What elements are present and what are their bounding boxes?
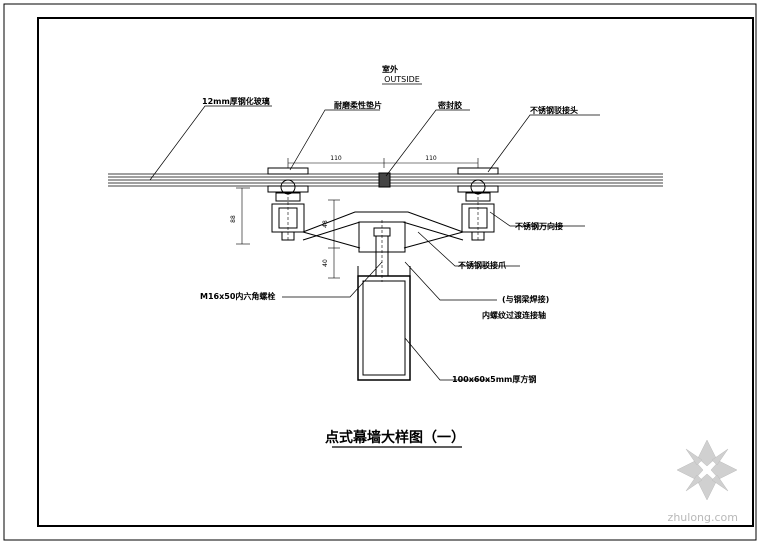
watermark-text: zhulong.com — [668, 511, 738, 524]
label-thread-note: 内螺纹过渡连接轴 — [482, 310, 546, 320]
label-bolt: M16x50内六角螺栓 — [200, 291, 275, 301]
vertical-dimensions — [236, 187, 340, 279]
horizontal-dimensions — [287, 158, 479, 168]
label-gasket: 耐磨柔性垫片 — [334, 100, 382, 110]
outer-frame — [3, 3, 757, 541]
dim-right-span: 110 — [425, 155, 437, 162]
leader-lines — [149, 105, 600, 381]
inner-frame — [37, 17, 754, 527]
left-fitting — [267, 167, 309, 242]
outside-en-label: OUTSIDE — [384, 75, 420, 84]
drawing-title: 点式幕墙大样图（一） — [325, 429, 465, 446]
dim-v-mid: 48 — [322, 220, 329, 228]
label-claw: 不锈钢驳接爪 — [458, 260, 507, 270]
dim-v-low: 40 — [322, 259, 329, 267]
label-steel-tube: 100x60x5mm厚方钢 — [452, 374, 536, 384]
outside-cn-label: 室外 — [382, 64, 398, 74]
dim-left-span: 110 — [330, 155, 342, 162]
steel-tube — [357, 266, 411, 381]
dim-v-left: 88 — [230, 215, 237, 223]
sealant-joint — [378, 172, 391, 188]
label-glass: 12mm厚钢化玻璃 — [202, 96, 270, 106]
label-universal-joint: 不锈钢万向接 — [515, 221, 563, 231]
right-fitting — [457, 167, 499, 242]
claw-center — [358, 220, 406, 282]
label-claw-head: 不锈钢驳接头 — [530, 105, 578, 115]
watermark-logo-icon — [676, 439, 738, 501]
claw-arms — [302, 211, 464, 249]
label-weld-note: (与钢梁焊接) — [502, 294, 549, 304]
label-sealant: 密封胶 — [437, 100, 462, 110]
